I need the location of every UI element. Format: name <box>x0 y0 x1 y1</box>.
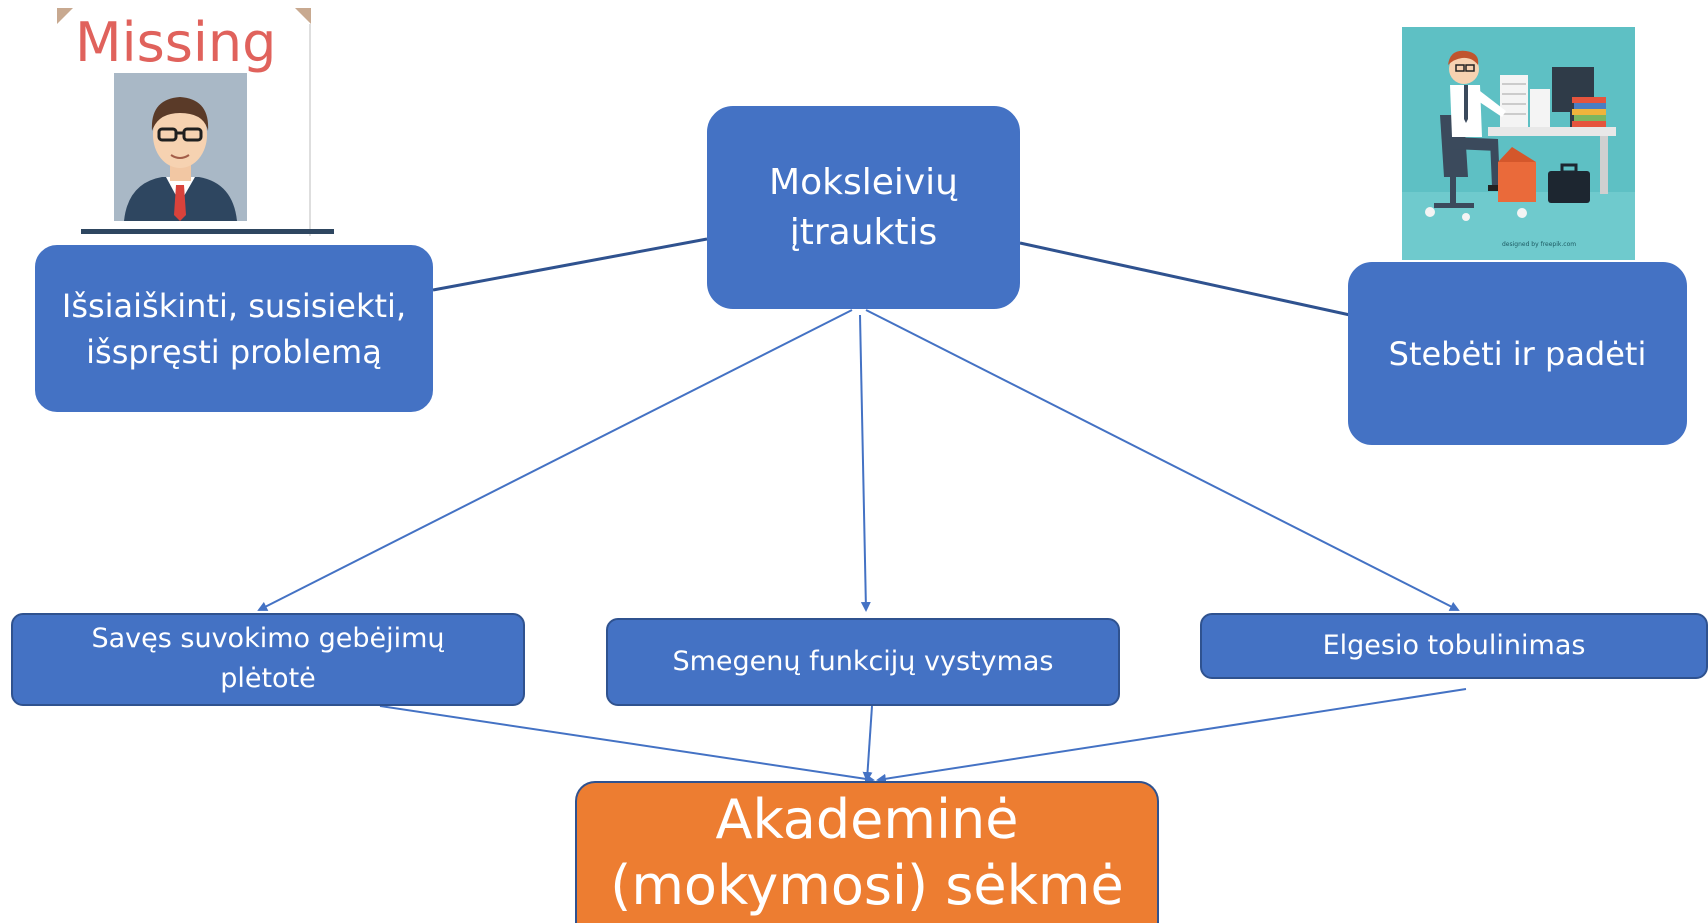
poster-baseline <box>81 229 334 234</box>
illustration-credit: designed by freepik.com <box>1502 241 1576 248</box>
arrow-center-to-self <box>257 309 853 611</box>
node-academic-success-line1: Akademinė <box>715 788 1019 851</box>
stressed-worker-illustration: designed by freepik.com <box>1402 27 1635 260</box>
poster-edge <box>309 24 311 236</box>
node-identify-solve-line2: išspręsti problemą <box>86 332 382 371</box>
arrow-brain-to-success <box>862 705 873 782</box>
node-observe-help: Stebėti ir padėti <box>1348 262 1687 445</box>
arrow-center-to-behavior <box>865 309 1460 611</box>
node-behavior-improvement: Elgesio tobulinimas <box>1200 613 1708 679</box>
node-brain-development-label: Smegenų funkcijų vystymas <box>672 646 1054 677</box>
node-student-inclusion-line1: Moksleivių <box>769 161 958 203</box>
missing-person-portrait <box>114 73 247 221</box>
missing-poster: Missing <box>57 8 334 236</box>
node-brain-development: Smegenų funkcijų vystymas <box>606 618 1120 706</box>
missing-title: Missing <box>75 11 277 74</box>
node-identify-solve-line1: Išsiaiškinti, susisiekti, <box>61 286 407 325</box>
node-behavior-improvement-label: Elgesio tobulinimas <box>1322 630 1586 661</box>
node-academic-success: Akademinė (mokymosi) sėkmė <box>575 781 1159 923</box>
node-identify-solve: Išsiaiškinti, susisiekti, išspręsti prob… <box>35 245 433 412</box>
arrow-self-to-success <box>379 705 875 784</box>
poster-corner-tape <box>57 8 73 24</box>
poster-corner-tape <box>295 8 311 24</box>
node-student-inclusion-line2: įtrauktis <box>789 211 938 253</box>
node-self-awareness-line1: Savęs suvokimo gebėjimų <box>91 623 445 654</box>
node-self-awareness: Savęs suvokimo gebėjimų plėtotė <box>11 613 525 706</box>
line-center-to-left <box>432 237 708 292</box>
arrow-behavior-to-success <box>876 688 1467 784</box>
node-academic-success-line2: (mokymosi) sėkmė <box>610 854 1124 917</box>
arrow-center-to-brain <box>859 314 871 612</box>
node-observe-help-label: Stebėti ir padėti <box>1388 334 1647 373</box>
node-student-inclusion: Moksleivių įtrauktis <box>707 106 1020 309</box>
line-center-to-right <box>1019 241 1351 317</box>
node-self-awareness-line2: plėtotė <box>220 663 316 694</box>
